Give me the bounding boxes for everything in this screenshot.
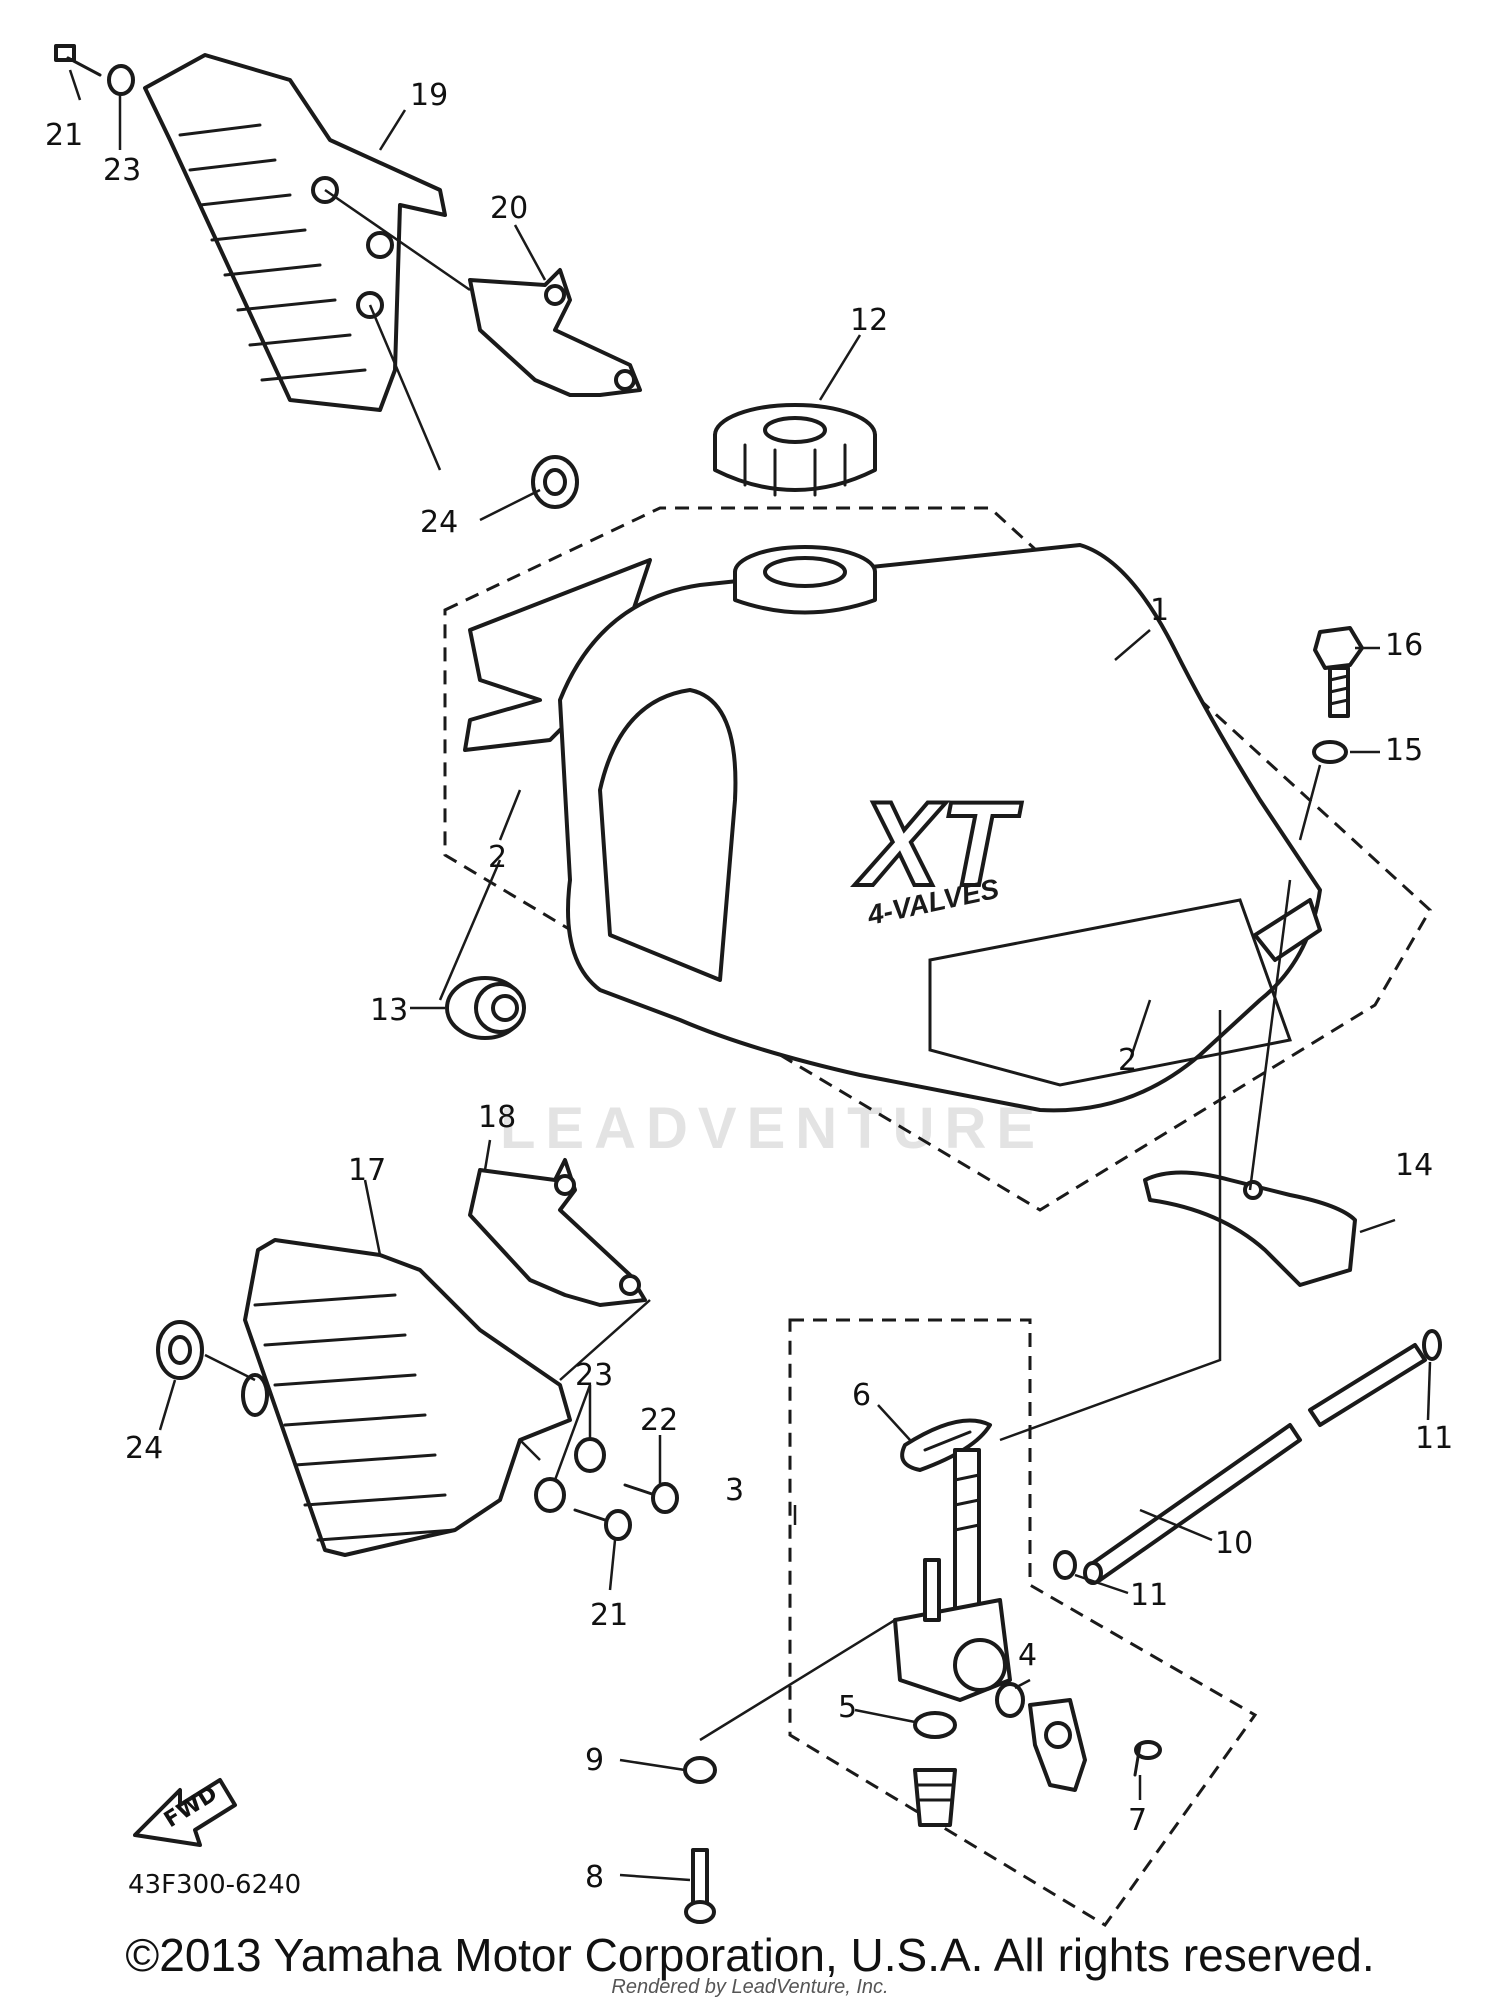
diagram-code: 43F300-6240 xyxy=(128,1870,301,1900)
callout-1: 1 xyxy=(1150,593,1169,628)
callout-21a: 21 xyxy=(45,118,83,153)
copyright-notice: ©2013 Yamaha Motor Corporation, U.S.A. A… xyxy=(125,1929,1375,1981)
callout-18: 18 xyxy=(478,1100,516,1135)
callout-4: 4 xyxy=(1018,1638,1037,1673)
cover-bracket-upper xyxy=(468,268,642,397)
hose-clip-upper xyxy=(1422,1329,1442,1361)
side-cover-left xyxy=(241,1238,572,1557)
callouts: 1 2 2 3 4 5 6 7 8 9 10 11 11 12 13 14 15… xyxy=(45,78,1453,1895)
o-ring-4 xyxy=(995,1682,1025,1718)
tank-band-14 xyxy=(1143,1170,1357,1287)
callout-22: 22 xyxy=(640,1403,678,1438)
callout-14: 14 xyxy=(1395,1148,1433,1183)
callout-8: 8 xyxy=(585,1860,604,1895)
leader-lines xyxy=(68,69,1432,1882)
washer-23-lower-b xyxy=(534,1477,566,1513)
washer-23-lower-a xyxy=(574,1437,606,1473)
fuel-cap xyxy=(713,403,877,497)
callout-13: 13 xyxy=(370,993,408,1028)
callout-23a: 23 xyxy=(103,153,141,188)
fuel-cock xyxy=(893,1448,1012,1702)
callout-5: 5 xyxy=(838,1690,857,1725)
callout-2b: 2 xyxy=(1118,1043,1137,1078)
bolt-21-upper xyxy=(54,44,102,77)
callout-9: 9 xyxy=(585,1743,604,1778)
damper-13 xyxy=(445,976,526,1040)
callout-20: 20 xyxy=(490,191,528,226)
bolt-8 xyxy=(684,1848,716,1924)
fuel-cock-group-boundary xyxy=(788,1318,1258,1928)
callout-23b: 23 xyxy=(575,1358,613,1393)
lever-plate xyxy=(1028,1698,1087,1792)
callout-12: 12 xyxy=(850,303,888,338)
gasket-6 xyxy=(900,1418,992,1472)
strainer xyxy=(913,1768,957,1827)
callout-19: 19 xyxy=(410,78,448,113)
callout-6: 6 xyxy=(852,1378,871,1413)
watermark-text: LEADVENTURE xyxy=(500,1096,1045,1161)
bolt-16 xyxy=(1313,626,1364,718)
screw-7 xyxy=(1133,1740,1162,1777)
washer-23-upper xyxy=(107,64,135,96)
tank-group-boundary xyxy=(443,506,1432,1212)
side-cover-right xyxy=(143,53,447,412)
cover-bracket-lower xyxy=(468,1158,647,1307)
guide-lines xyxy=(204,188,1322,1742)
tank-logo-xt: XT xyxy=(854,777,1022,911)
callout-16: 16 xyxy=(1385,628,1423,663)
callout-24b: 24 xyxy=(125,1431,163,1466)
callout-2a: 2 xyxy=(488,840,507,875)
rendered-by-notice: Rendered by LeadVenture, Inc. xyxy=(611,1976,889,1998)
grommet-24-upper xyxy=(531,455,579,509)
bolt-22 xyxy=(623,1482,679,1514)
callout-7: 7 xyxy=(1128,1803,1147,1838)
callout-24a: 24 xyxy=(420,505,458,540)
bolt-21-lower xyxy=(573,1508,632,1541)
callout-10: 10 xyxy=(1215,1526,1253,1561)
callout-11a: 11 xyxy=(1415,1421,1453,1456)
grommet-24-lower xyxy=(156,1320,204,1380)
washer-15 xyxy=(1312,740,1348,764)
forward-arrow: FWD xyxy=(133,1778,237,1847)
callout-3: 3 xyxy=(725,1473,744,1508)
decal-left xyxy=(463,558,652,752)
fuel-tank: XT 4-VALVES xyxy=(558,543,1322,1113)
nut-9 xyxy=(683,1756,717,1784)
callout-15: 15 xyxy=(1385,733,1423,768)
fuel-hose xyxy=(1083,1343,1427,1585)
hose-clip-lower xyxy=(1053,1550,1077,1580)
callout-17: 17 xyxy=(348,1153,386,1188)
callout-21b: 21 xyxy=(590,1598,628,1633)
seal-5 xyxy=(913,1711,957,1739)
callout-11b: 11 xyxy=(1130,1578,1168,1613)
